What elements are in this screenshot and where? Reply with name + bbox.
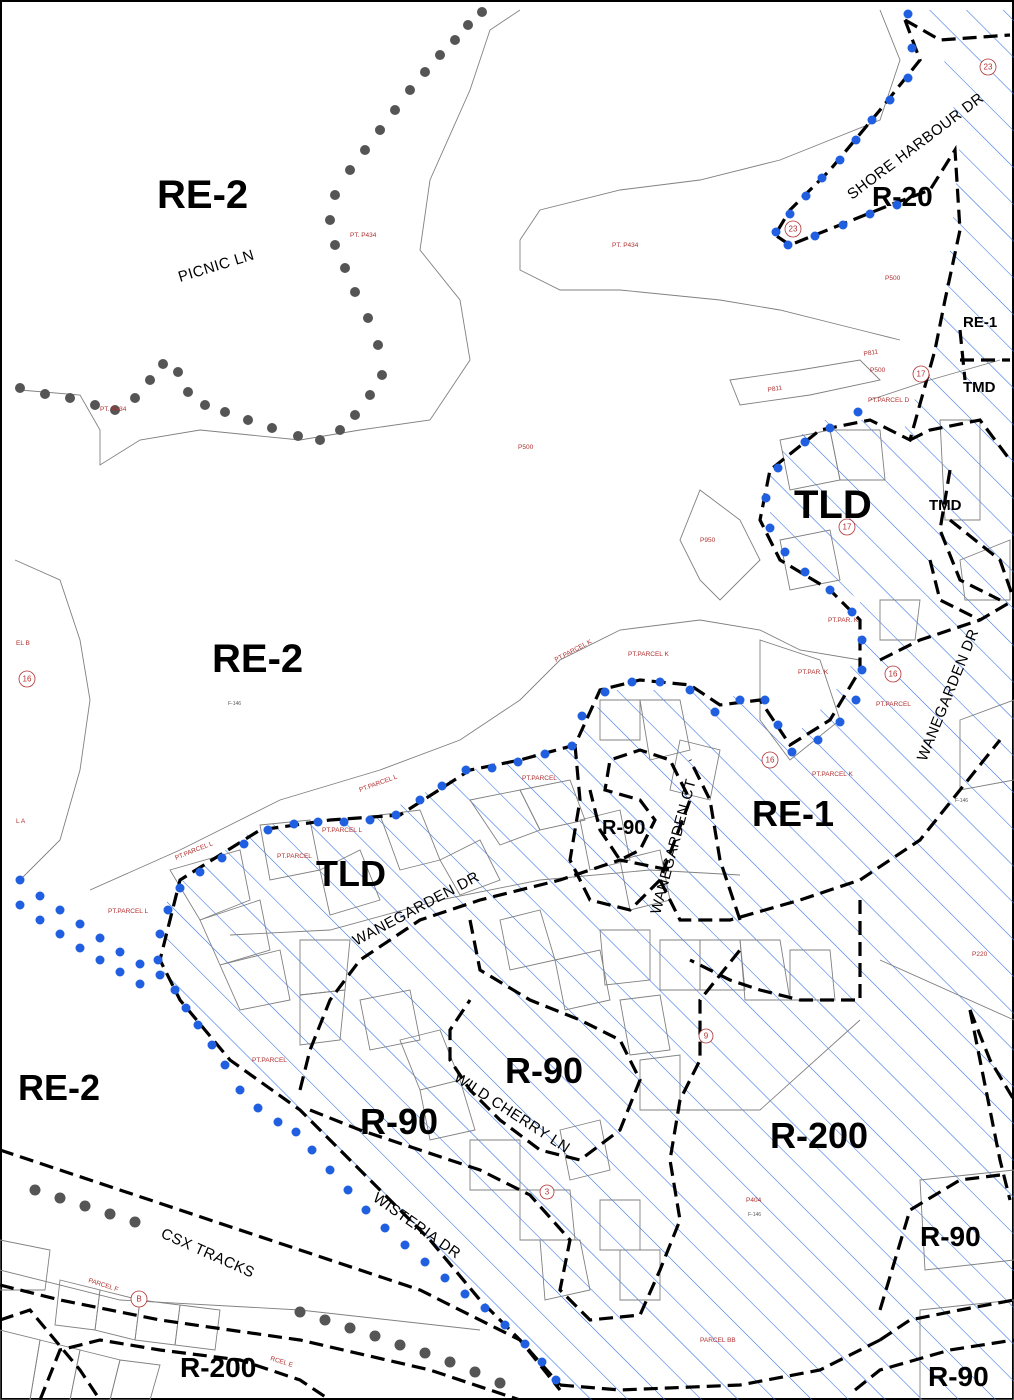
zone-label-tld-top: TLD: [794, 483, 872, 527]
svg-text:23: 23: [984, 63, 993, 72]
zone-label-r90-br2: R-90: [928, 1361, 989, 1392]
zone-label-r20: R-20: [872, 181, 933, 212]
svg-text:9: 9: [704, 1032, 709, 1041]
parcel-label: PARCEL BB: [700, 1337, 736, 1344]
parcel-label: P811: [767, 384, 783, 394]
blue-dot-boundaries: [15, 9, 917, 1385]
parcel-label: PT. P434: [612, 242, 639, 249]
parcel-label: P220: [972, 951, 988, 958]
parcel-label: PT.PAR. K: [798, 669, 829, 676]
parcel-label: F-146: [748, 1212, 761, 1218]
parcel-label: PT.PAR. K: [828, 617, 859, 624]
block-circle: B: [130, 1290, 148, 1308]
circled-block-numbers: 23 23 17 17 16 16 16 9 3 B: [18, 58, 997, 1308]
parcel-label: P500: [885, 275, 901, 282]
block-circle: 23: [784, 220, 802, 238]
parcel-label: PT.PARCEL K: [628, 651, 669, 658]
zone-label-re1-center: RE-1: [752, 793, 834, 834]
zone-label-r90-left: R-90: [360, 1101, 438, 1142]
svg-text:B: B: [136, 1295, 141, 1304]
block-circle: 17: [838, 518, 856, 536]
gray-dot-boundaries: [15, 7, 506, 1389]
block-circle: 23: [979, 58, 997, 76]
svg-text:17: 17: [843, 523, 852, 532]
parcel-label: PT.PARCEL L: [322, 827, 362, 834]
zone-label-r90-loop: R-90: [505, 1050, 583, 1091]
block-circle: 3: [539, 1184, 555, 1200]
zone-label-r200-right: R-200: [770, 1115, 868, 1156]
parcel-label: PT.PARCEL D: [868, 397, 909, 404]
svg-text:16: 16: [889, 670, 898, 679]
block-circle: 17: [912, 365, 930, 383]
parcel-label: P950: [700, 537, 716, 544]
zone-label-re1-right: RE-1: [963, 314, 997, 331]
subdivision-lots: [0, 419, 1014, 1400]
block-circle: 16: [18, 670, 36, 688]
zone-label-r200-bottom: R-200: [180, 1352, 256, 1383]
parcel-label: P500: [518, 444, 534, 451]
parcel-label: F-146: [228, 701, 241, 707]
zone-label-r90-ct: R-90: [602, 817, 645, 839]
svg-text:16: 16: [23, 675, 32, 684]
zone-label-re2-center: RE-2: [212, 637, 303, 681]
parcel-label: EL B: [16, 640, 30, 647]
parcel-label: PT.PARCEL L: [108, 908, 148, 915]
parcel-label: PT.PARCEL: [522, 775, 557, 782]
parcel-label: P404: [746, 1197, 762, 1204]
zone-boundaries: [0, 18, 1014, 1400]
land-lines: [0, 9, 1014, 1331]
block-circle: 9: [698, 1028, 714, 1044]
zone-label-r90-br1: R-90: [920, 1221, 981, 1252]
block-circle: 16: [761, 751, 779, 769]
parcel-label: L A: [16, 818, 26, 825]
svg-text:23: 23: [789, 225, 798, 234]
parcel-label: PT.PARCEL: [252, 1057, 287, 1064]
parcel-label: PT.PARCEL K: [812, 771, 853, 778]
parcel-label: PT.PARCEL: [876, 701, 911, 708]
parcel-label: PT. P434: [350, 232, 377, 239]
parcel-label: F-146: [955, 798, 968, 804]
svg-text:17: 17: [917, 370, 926, 379]
zone-label-tmd-1: TMD: [963, 379, 996, 396]
zone-label-tmd-2: TMD: [929, 497, 962, 514]
block-circle: 16: [884, 665, 902, 683]
zone-label-re2-top: RE-2: [157, 173, 248, 217]
svg-text:16: 16: [766, 756, 775, 765]
zone-labels: RE-2 RE-2 RE-2 R-20 RE-1 TMD TMD TLD TLD…: [18, 173, 997, 1392]
zone-label-tld-left: TLD: [316, 853, 386, 894]
parcel-label: PT. P434: [100, 406, 127, 413]
svg-text:3: 3: [545, 1188, 550, 1197]
parcel-label: PT.PARCEL: [277, 853, 312, 860]
parcel-label: P811: [863, 348, 879, 358]
zone-label-re2-left: RE-2: [18, 1067, 100, 1108]
parcel-label: P500: [870, 367, 886, 374]
